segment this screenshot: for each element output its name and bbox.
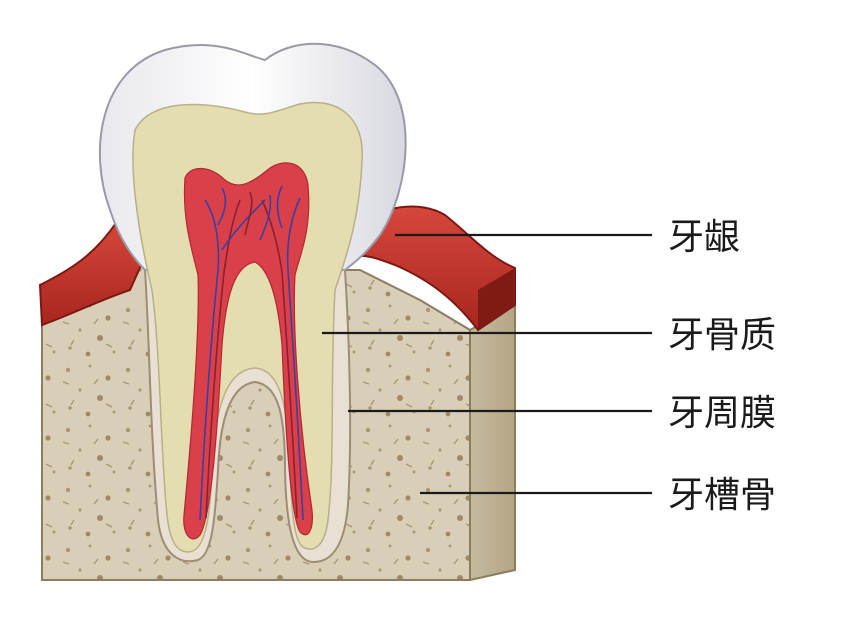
- label-gum: 牙龈: [668, 217, 741, 258]
- leader-lines: [322, 233, 652, 495]
- gum-tissue: [38, 205, 516, 332]
- label-alveolar-bone: 牙槽骨: [668, 475, 777, 516]
- blood-vessels: [199, 185, 304, 521]
- tooth: [99, 42, 407, 564]
- gum-right-side: [478, 268, 515, 330]
- bone-side-face: [469, 303, 516, 582]
- label-periodontal-ligament: 牙周膜: [668, 393, 777, 434]
- label-cementum: 牙骨质: [668, 315, 777, 356]
